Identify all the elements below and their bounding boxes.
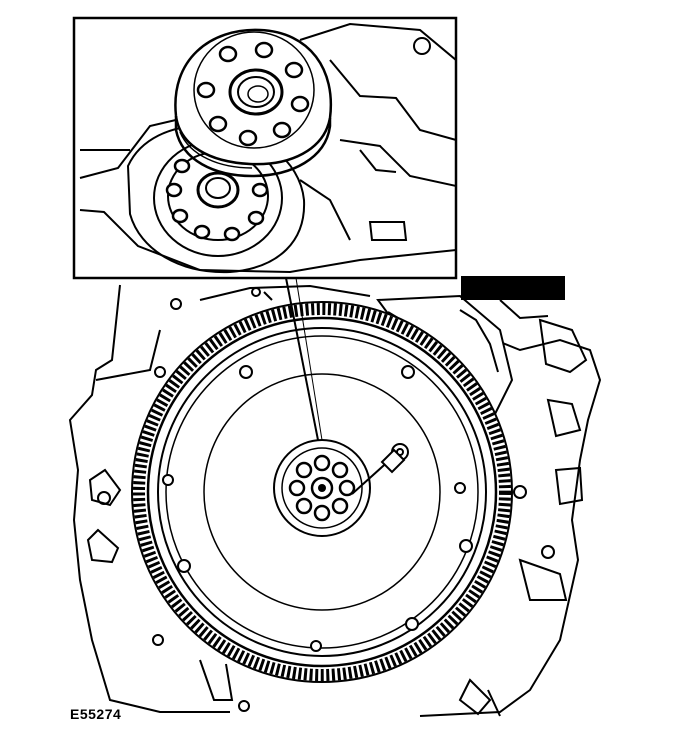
- callout-leader: [285, 277, 319, 441]
- flywheel-holes: [162, 365, 473, 652]
- detail-inset: [72, 16, 458, 280]
- flywheel: [131, 301, 513, 683]
- ring-gear-teeth: [133, 303, 511, 681]
- figure-id: E55274: [70, 706, 122, 722]
- tool-number-label: [461, 276, 565, 300]
- flywheel-hub: [273, 439, 406, 537]
- hub-bolts: [288, 454, 356, 522]
